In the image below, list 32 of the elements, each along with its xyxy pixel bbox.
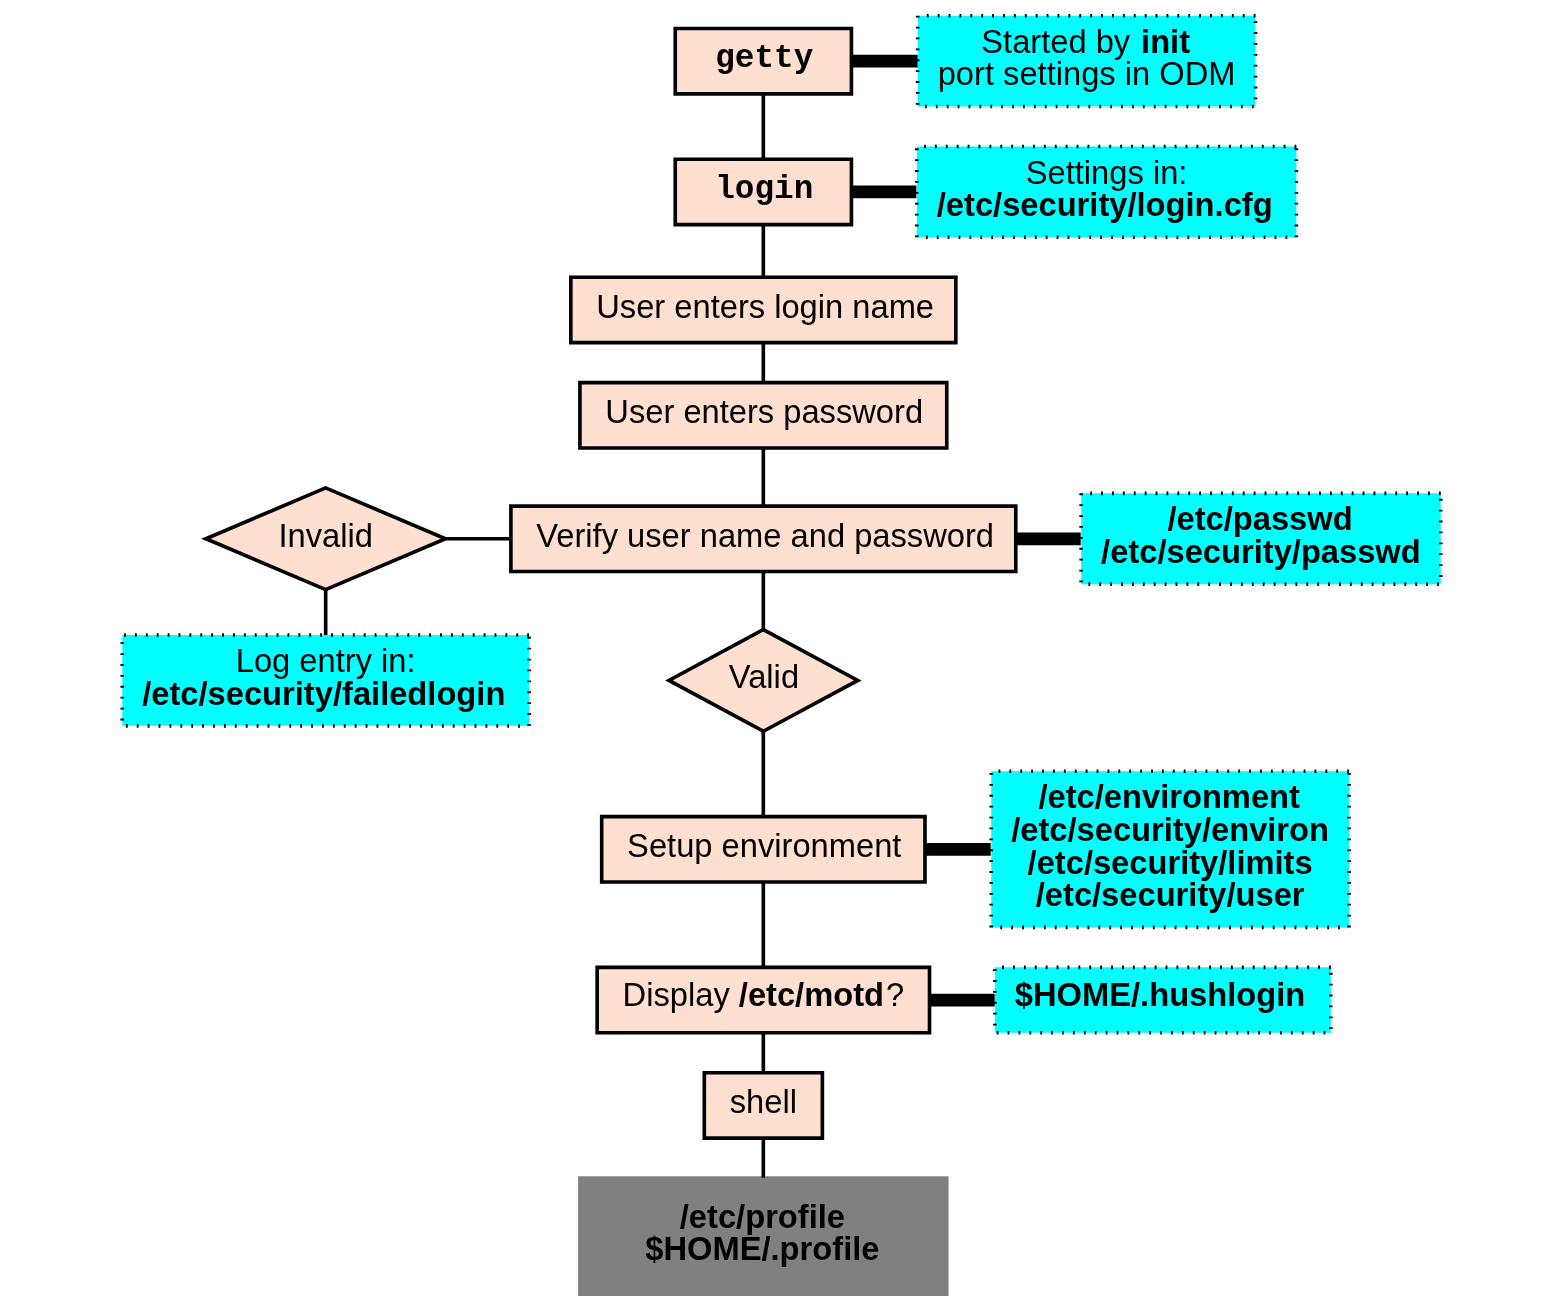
connector xyxy=(323,589,327,635)
node-box: /etc/passwd /etc/security/passwd xyxy=(1078,491,1443,586)
node-diamond: Valid xyxy=(664,627,862,734)
connector xyxy=(924,842,991,856)
connector xyxy=(851,185,916,199)
node-box: /etc/profile $HOME/.profile xyxy=(577,1176,949,1297)
connector xyxy=(929,993,995,1007)
node-box: /etc/environment /etc/security/environ /etc/security/limits /etc/security/user xyxy=(988,769,1351,930)
connector xyxy=(761,731,765,817)
node-box: Log entry in: /etc/security/failedlogin xyxy=(119,633,531,728)
node-box: User enters password xyxy=(577,380,949,450)
connector xyxy=(761,224,765,278)
node-box: getty xyxy=(672,26,853,96)
connector xyxy=(761,882,765,967)
node-box: Setup environment xyxy=(599,814,927,884)
node-box: Verify user name and password xyxy=(508,504,1018,574)
connector xyxy=(851,54,918,68)
connector xyxy=(761,571,765,630)
node-box: shell xyxy=(702,1070,824,1140)
connector xyxy=(761,1138,765,1178)
node-box: login xyxy=(672,157,853,227)
connector xyxy=(761,448,765,506)
node-box: Settings in: /etc/security/login.cfg xyxy=(914,144,1298,240)
connector xyxy=(445,536,511,541)
node-box: User enters login name xyxy=(568,275,958,345)
connector xyxy=(761,94,765,159)
connector xyxy=(761,342,765,383)
node-box: Display /etc/motd? xyxy=(594,965,931,1035)
node-box: $HOME/.hushlogin xyxy=(992,965,1333,1035)
connector xyxy=(1015,532,1081,546)
connector xyxy=(761,1032,765,1073)
node-box: Started by init port settings in ODM xyxy=(915,13,1257,109)
